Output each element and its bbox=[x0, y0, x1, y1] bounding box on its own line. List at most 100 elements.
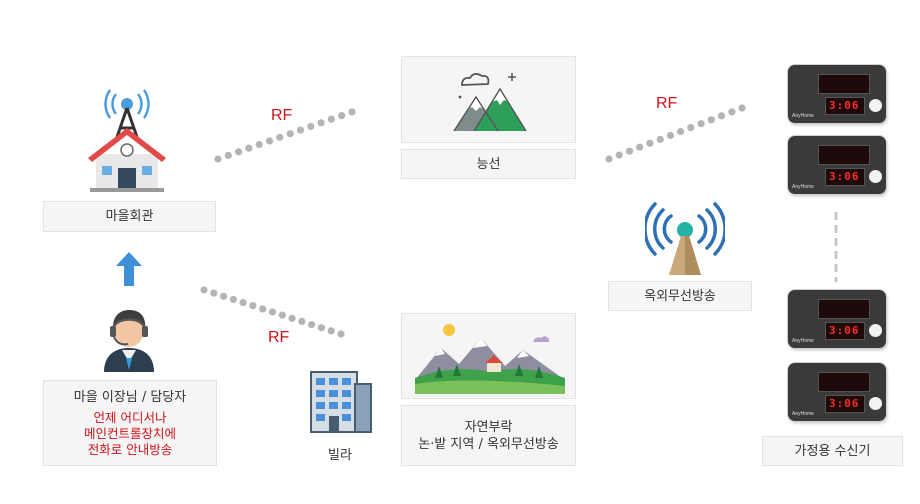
link-dot bbox=[327, 115, 335, 123]
device-time-readout: 3:06 bbox=[829, 324, 860, 337]
link-dot bbox=[728, 108, 736, 116]
link-dot bbox=[298, 317, 306, 325]
link-dot bbox=[235, 148, 243, 156]
link-dot bbox=[278, 311, 286, 319]
nature-village-icon bbox=[415, 324, 565, 394]
link-dot bbox=[268, 308, 277, 316]
link-dot bbox=[317, 324, 325, 332]
link-dot bbox=[677, 127, 685, 136]
village-hall-text: 마을회관 bbox=[105, 209, 154, 224]
link-dot bbox=[249, 302, 257, 310]
device-display: 3:06 bbox=[825, 322, 865, 340]
link-dot bbox=[288, 314, 296, 322]
outdoor-broadcast-label: 옥외무선방송 bbox=[608, 281, 752, 311]
device-time-readout: 3:06 bbox=[829, 170, 860, 183]
device-knob bbox=[869, 324, 882, 337]
link-dot bbox=[687, 124, 695, 132]
nature-label: 자연부락 논·밭 지역 / 옥외무선방송 bbox=[401, 405, 576, 466]
nature-image-box bbox=[401, 313, 576, 399]
link-dot bbox=[625, 147, 634, 155]
ridge-label: 능선 bbox=[401, 149, 576, 179]
link-dot bbox=[255, 140, 263, 149]
rf-label-1: RF bbox=[271, 107, 293, 124]
link-dot bbox=[605, 155, 613, 163]
rf-link-hall-to-villa bbox=[200, 286, 345, 338]
device-status-panel bbox=[818, 145, 870, 165]
link-dot bbox=[286, 130, 294, 138]
device-brand: AnyHome bbox=[792, 338, 814, 344]
link-dot bbox=[210, 289, 218, 297]
up-arrow-icon bbox=[116, 252, 142, 286]
rf-label-2: RF bbox=[656, 95, 678, 112]
link-dot bbox=[338, 112, 346, 120]
antenna-house-icon bbox=[88, 89, 166, 192]
device-brand: AnyHome bbox=[792, 411, 814, 417]
link-dot bbox=[717, 112, 726, 120]
link-dot bbox=[239, 299, 247, 307]
device-knob bbox=[869, 99, 882, 112]
device-knob bbox=[869, 170, 882, 183]
link-dot bbox=[259, 305, 267, 313]
ridge-image-box bbox=[401, 56, 576, 143]
device-status-panel bbox=[818, 372, 870, 392]
link-dot bbox=[738, 104, 746, 112]
nature-text-line-1: 자연부락 bbox=[464, 419, 513, 435]
device-knob bbox=[869, 397, 882, 410]
link-dot bbox=[265, 137, 274, 145]
wireless-tower-icon bbox=[645, 202, 725, 275]
building-icon bbox=[310, 371, 372, 433]
operator-note-line-1: 언제 어디서나 bbox=[93, 409, 167, 425]
outdoor-broadcast-text: 옥외무선방송 bbox=[644, 288, 716, 304]
device-status-panel bbox=[818, 74, 870, 94]
home-receiver-text: 가정용 수신기 bbox=[794, 443, 871, 459]
device-brand: AnyHome bbox=[792, 184, 814, 190]
link-dot bbox=[707, 116, 715, 124]
device-display: 3:06 bbox=[825, 97, 865, 115]
home-receiver-label: 가정용 수신기 bbox=[762, 436, 903, 466]
link-dot bbox=[656, 135, 664, 143]
link-dot bbox=[615, 151, 623, 159]
operator-label: 마을 이장님 / 담당자 언제 어디서나 메인컨트롤장치에 전화로 안내방송 bbox=[43, 380, 217, 466]
link-dot bbox=[317, 119, 325, 127]
device-display: 3:06 bbox=[825, 168, 865, 186]
link-dot bbox=[220, 292, 228, 300]
link-dot bbox=[337, 330, 345, 338]
link-dot bbox=[348, 108, 356, 116]
link-dot bbox=[308, 321, 316, 329]
link-dot bbox=[307, 122, 315, 131]
device-display: 3:06 bbox=[825, 395, 865, 413]
link-dot bbox=[636, 143, 644, 151]
link-dot bbox=[697, 120, 705, 128]
link-dot bbox=[276, 133, 284, 141]
ridge-text: 능선 bbox=[476, 156, 501, 172]
villa-label: 빌라 bbox=[328, 448, 352, 463]
nature-text-line-2: 논·밭 지역 / 옥외무선방송 bbox=[418, 436, 559, 452]
device-brand: AnyHome bbox=[792, 113, 814, 119]
operator-note-line-2: 메인컨트롤장치에 bbox=[83, 425, 176, 441]
device-time-readout: 3:06 bbox=[829, 99, 860, 112]
device-status-panel bbox=[818, 299, 870, 319]
rf-link-ridge-to-receivers bbox=[605, 104, 746, 163]
rf-link-hall-to-ridge bbox=[214, 108, 356, 163]
mountain-icon bbox=[453, 73, 527, 132]
operator-headset-icon bbox=[104, 310, 154, 372]
device-time-readout: 3:06 bbox=[829, 397, 860, 410]
link-dot bbox=[646, 139, 654, 147]
village-hall-label: 마을회관 bbox=[43, 201, 216, 232]
operator-title: 마을 이장님 / 담당자 bbox=[73, 389, 187, 405]
link-dot bbox=[224, 151, 232, 159]
link-dot bbox=[296, 126, 305, 134]
link-dot bbox=[666, 131, 675, 140]
link-dot bbox=[327, 327, 335, 335]
link-dot bbox=[245, 144, 253, 152]
operator-note-line-3: 전화로 안내방송 bbox=[87, 441, 173, 457]
link-dot bbox=[214, 155, 222, 163]
link-dot bbox=[229, 295, 237, 303]
link-dot bbox=[200, 286, 208, 294]
rf-label-3: RF bbox=[268, 329, 290, 346]
